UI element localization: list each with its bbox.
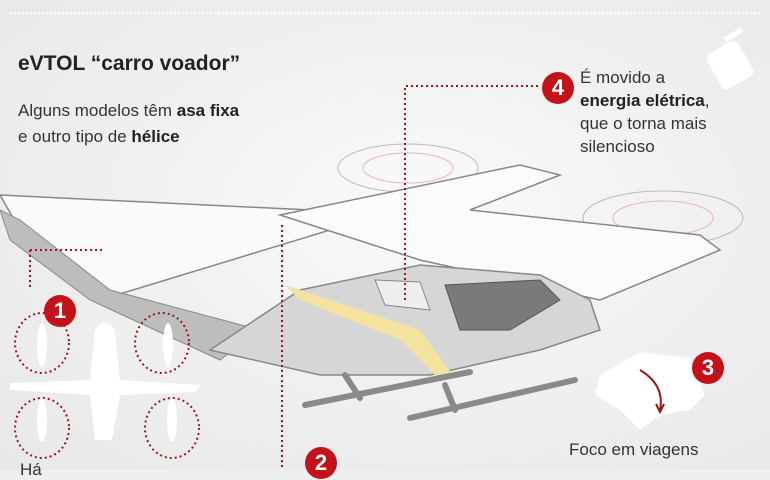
callout-text: , <box>704 91 710 110</box>
subtitle-text: Alguns modelos têm <box>18 101 177 120</box>
plug-icon <box>706 27 754 90</box>
callout-text: que o torna mais <box>580 114 707 133</box>
window <box>374 279 431 311</box>
landing-skids <box>302 369 578 421</box>
callout-text: silencioso <box>580 137 655 156</box>
aircraft-illustration <box>0 27 754 470</box>
window <box>444 279 561 331</box>
callout-4-text: É movido a energia elétrica, que o torna… <box>580 66 709 158</box>
leader-lines <box>14 85 540 470</box>
callout-3-text: Foco em viagens <box>569 440 699 459</box>
subtitle-text: e outro tipo de <box>18 127 132 146</box>
subtitle-bold: asa fixa <box>176 101 240 120</box>
callout-badge-1: 1 <box>44 295 76 327</box>
callout-badge-4: 4 <box>542 72 574 104</box>
double-arrow-icon <box>639 369 662 411</box>
callout-badge-2: 2 <box>305 447 337 479</box>
rotor <box>362 152 454 184</box>
subtitle: Alguns modelos têm asa fixa e outro tipo… <box>18 98 239 150</box>
subtitle-bold: hélice <box>131 127 180 146</box>
callout-bold: energia elétrica <box>580 91 705 110</box>
map-shape <box>595 352 705 430</box>
callout-text: É movido a <box>580 68 666 87</box>
page-title: eVTOL “carro voador” <box>18 52 241 75</box>
callout-badge-3: 3 <box>692 352 724 384</box>
dotted-divider <box>10 12 760 14</box>
callout-1-text: Há <box>20 460 42 479</box>
stripe <box>285 285 455 380</box>
top-view-silhouette <box>10 322 200 442</box>
